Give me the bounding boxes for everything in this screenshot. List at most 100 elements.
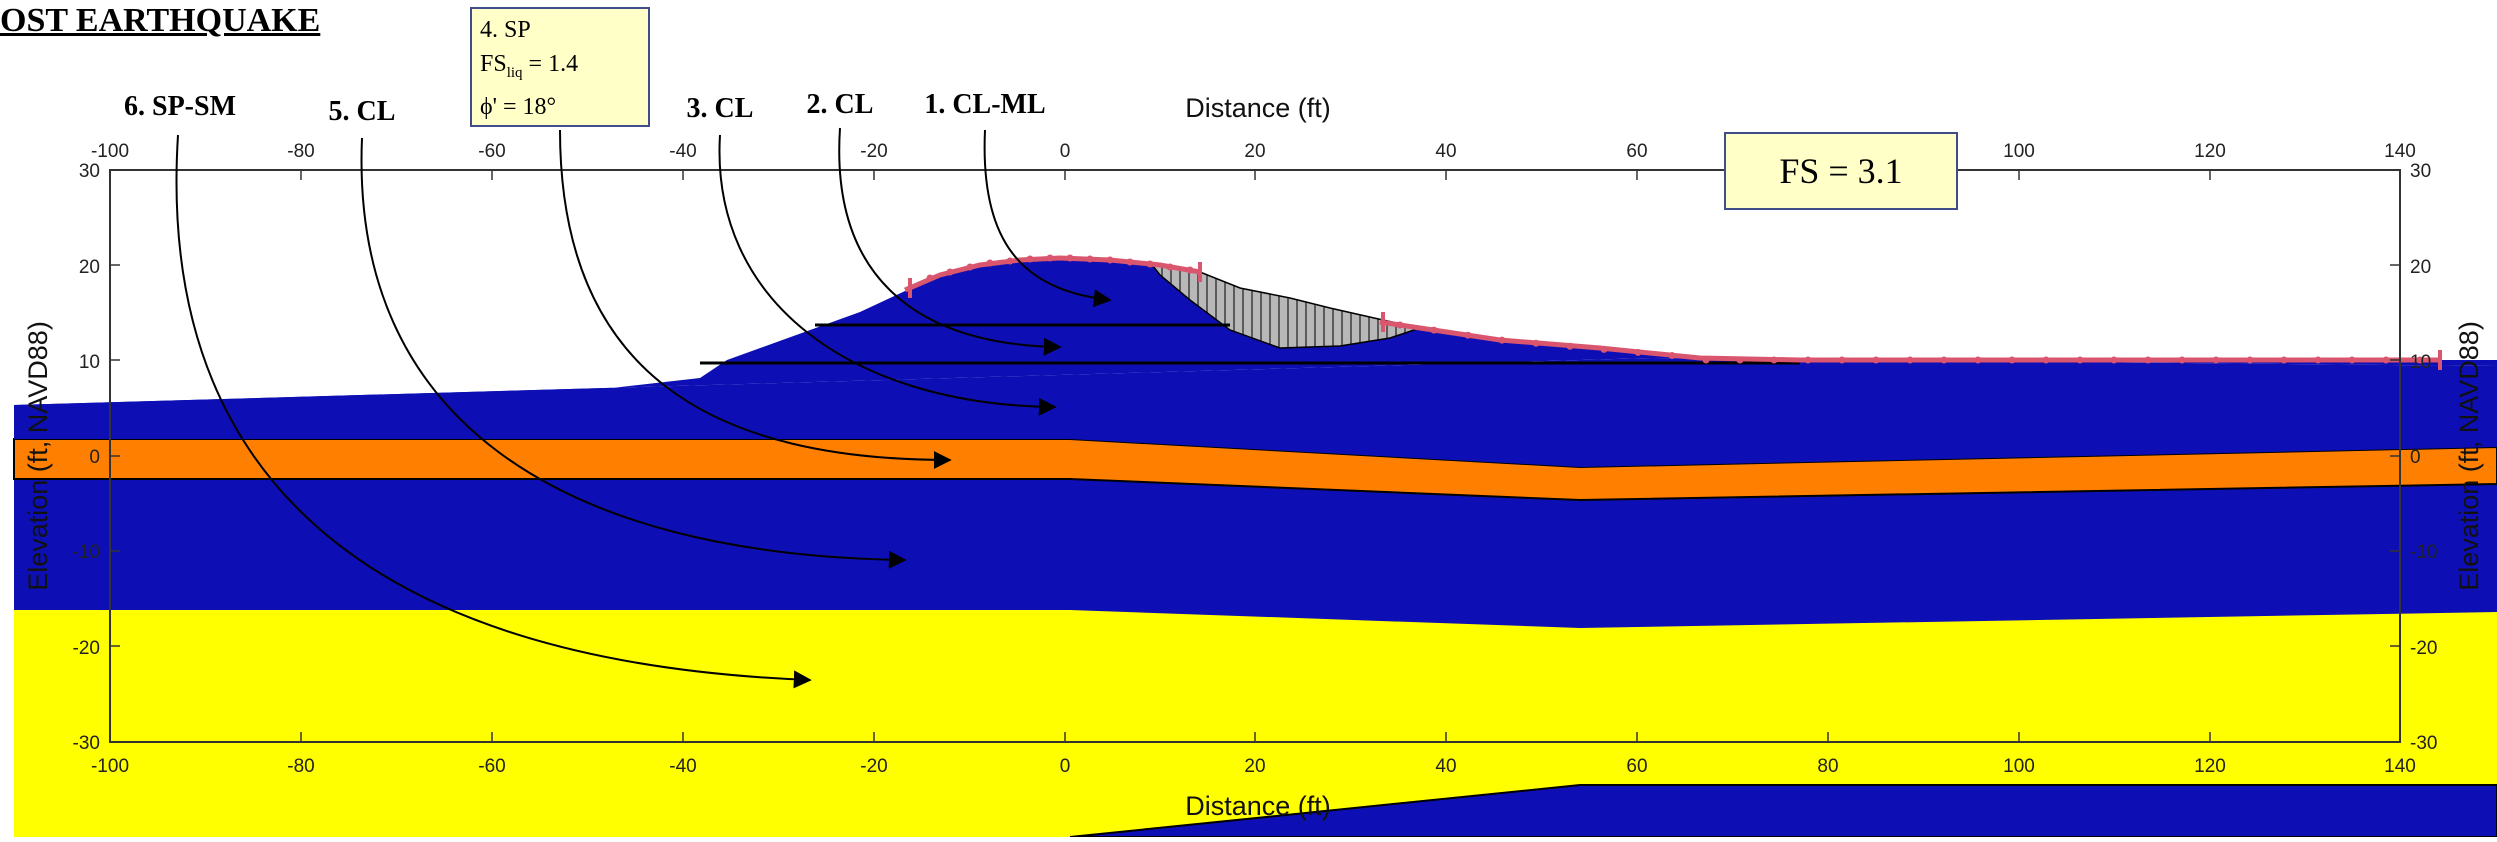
x-tick-labels-bottom: -100 -80 -60 -40 -20 0 20 40 60 80 100 1… [91, 756, 2416, 777]
slip-point [2110, 356, 2118, 364]
slip-point [966, 263, 974, 271]
slip-point [1600, 345, 1608, 353]
x-tick-label: -20 [860, 756, 887, 777]
x-tick-label: -80 [287, 141, 314, 162]
slip-point [2178, 356, 2186, 364]
slip-point [1770, 356, 1778, 364]
y-tick-label: -10 [2410, 542, 2437, 563]
slip-point [2076, 356, 2084, 364]
slip-point [1634, 348, 1642, 356]
slip-point [2416, 356, 2424, 364]
y-tick-label: 0 [89, 447, 100, 468]
factor-of-safety-callout: FS = 3.1 [1724, 132, 1958, 210]
y-tick-label: 0 [2410, 447, 2421, 468]
slip-point [1872, 356, 1880, 364]
slip-point [2042, 356, 2050, 364]
layer-label-1: 1. CL-ML [924, 89, 1045, 120]
friction-angle: ϕ' = 18° [480, 93, 557, 120]
slip-point [1464, 331, 1472, 339]
slip-point [1804, 356, 1812, 364]
y-tick-labels-right: 30 20 10 0 -10 -20 -30 [2410, 161, 2437, 754]
axis-ticks [109, 169, 2401, 743]
sliding-mass [1148, 260, 1423, 349]
slip-point [1146, 260, 1154, 268]
y-tick-label: 10 [2410, 352, 2431, 373]
y-tick-label: 20 [2410, 257, 2431, 278]
upper-cl-layer [14, 358, 2497, 467]
liquefaction-fs: FSliq = 1.4 [480, 51, 579, 81]
slip-point [1838, 356, 1846, 364]
slip-point [2008, 356, 2016, 364]
y-tick-label: 30 [2410, 161, 2431, 182]
x-tick-label: 20 [1244, 756, 1265, 777]
slip-point [1532, 339, 1540, 347]
y-tick-label: -30 [2410, 733, 2437, 754]
arrow-1-cl-ml [983, 129, 1112, 308]
slip-point [1046, 254, 1054, 262]
arrow-5-cl [360, 137, 907, 569]
slip-point [1498, 336, 1506, 344]
layer-label-3: 3. CL [687, 93, 754, 124]
x-tick-label: 120 [2194, 141, 2226, 162]
y-tick-label: -10 [73, 542, 100, 563]
x-tick-label: -20 [860, 141, 887, 162]
slip-point [1396, 321, 1404, 329]
x-axis-title-top: Distance (ft) [1185, 93, 1331, 123]
x-tick-labels-top: -100 -80 -60 -40 -20 0 20 40 60 100 120 … [91, 141, 2416, 162]
slip-point [1166, 263, 1174, 271]
x-tick-label: -60 [478, 141, 505, 162]
slip-point [1702, 356, 1710, 364]
arrow-4-sp [559, 129, 952, 469]
slip-surface-points [908, 254, 2442, 370]
arrow-6-sp-sm [175, 134, 812, 689]
slip-point [1736, 356, 1744, 364]
x-tick-label: -100 [91, 141, 129, 162]
slip-point [2280, 356, 2288, 364]
x-tick-label: -40 [669, 141, 696, 162]
layer-label-6: 6. SP-SM [124, 91, 236, 122]
slip-point [926, 274, 934, 282]
x-tick-label: 0 [1060, 141, 1071, 162]
y-tick-label: -30 [73, 733, 100, 754]
slip-point [1430, 326, 1438, 334]
x-tick-label: -40 [669, 756, 696, 777]
slip-point [1086, 255, 1094, 263]
y-tick-labels-left: 30 20 10 0 -10 -20 -30 [73, 161, 100, 754]
arrow-2-cl [838, 127, 1062, 356]
x-tick-label: 140 [2384, 756, 2416, 777]
y-axis-title-right: Elevation (ft, NAVD88) [2454, 321, 2484, 591]
slip-point [2314, 356, 2322, 364]
layer-label-2: 2. CL [807, 89, 874, 120]
slip-point [1940, 356, 1948, 364]
slip-point [1026, 255, 1034, 263]
slip-point [2144, 356, 2152, 364]
x-tick-label: 0 [1060, 756, 1071, 777]
slip-point [1668, 351, 1676, 359]
x-axis-title-bottom: Distance (ft) [1185, 791, 1331, 821]
x-tick-label: -100 [91, 756, 129, 777]
layer-label-5: 5. CL [329, 96, 396, 127]
page-title: OST EARTHQUAKE [0, 2, 321, 39]
slip-point [986, 259, 994, 267]
slip-point [1106, 256, 1114, 264]
x-tick-label: 80 [1817, 756, 1838, 777]
slip-point [1186, 266, 1194, 274]
slip-point [946, 268, 954, 276]
slip-point [2212, 356, 2220, 364]
y-axis-title-left: Elevation (ft, NAVD88) [23, 321, 53, 591]
slip-point [1906, 356, 1914, 364]
x-tick-label: 40 [1435, 141, 1456, 162]
soil-layer-name: 4. SP [480, 17, 531, 43]
slip-point [2246, 356, 2254, 364]
x-tick-label: 60 [1626, 141, 1647, 162]
slip-point [1006, 257, 1014, 265]
leader-arrows [175, 127, 1112, 689]
slip-point [1974, 356, 1982, 364]
slip-point [2348, 356, 2356, 364]
lower-cl-layer [14, 470, 2497, 628]
slip-point [1066, 254, 1074, 262]
y-tick-label: -20 [2410, 638, 2437, 659]
y-tick-label: 30 [79, 161, 100, 182]
slip-point [1126, 258, 1134, 266]
